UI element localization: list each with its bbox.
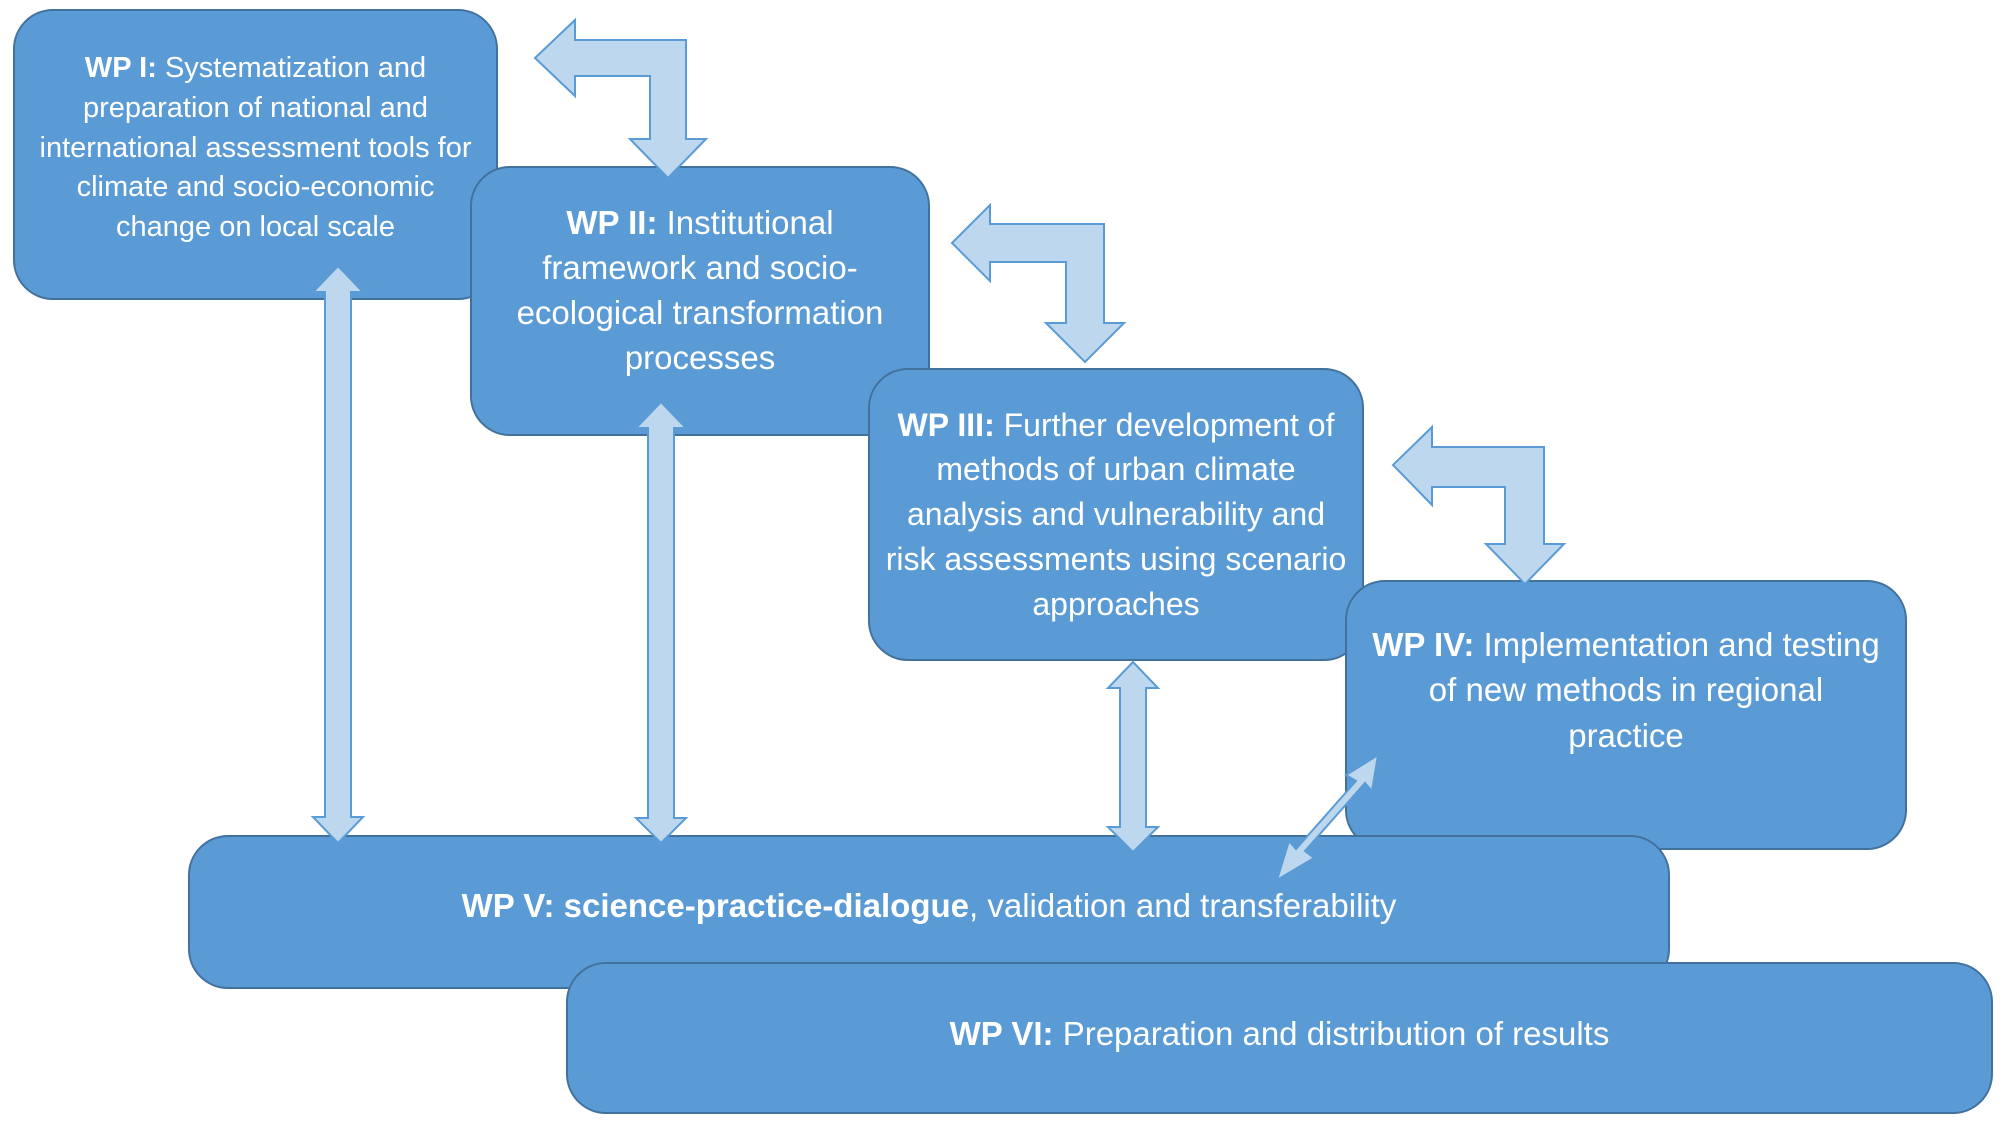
double-headed-arrow-wp3-wp5 xyxy=(1105,660,1161,854)
wp2-text: Institutional framework and socio-ecolog… xyxy=(516,204,884,376)
wp1-text: Systematization and preparation of natio… xyxy=(39,52,472,244)
double-headed-arrow-wp4-wp5 xyxy=(1275,752,1380,883)
wp1-box: WP I: Systematization and preparation of… xyxy=(13,9,498,300)
wp3-text: Further development of methods of urban … xyxy=(885,406,1347,622)
wp4-text: Implementation and testing of new method… xyxy=(1428,626,1880,754)
wp4-label: WP IV: xyxy=(1372,626,1475,664)
wp2-box: WP II: Institutional framework and socio… xyxy=(470,166,930,436)
wp5-label: WP V: xyxy=(461,886,555,924)
wp6-label: WP VI: xyxy=(949,1014,1054,1052)
wp4-box: WP IV: Implementation and testing of new… xyxy=(1345,580,1907,850)
wp6-text: Preparation and distribution of results xyxy=(1062,1014,1610,1052)
wp3-box: WP III: Further development of methods o… xyxy=(868,368,1364,661)
feedback-elbow-arrow-wp1-wp2 xyxy=(533,17,709,180)
feedback-elbow-arrow-wp3-wp4 xyxy=(1391,424,1567,586)
feedback-elbow-arrow-wp2-wp3 xyxy=(950,202,1127,364)
double-headed-arrow-wp1-wp5 xyxy=(310,264,366,845)
wp3-label: WP III: xyxy=(897,406,995,443)
wp5-text-bold: science-practice-dialogue xyxy=(563,886,969,924)
wp2-label: WP II: xyxy=(566,204,658,242)
wp1-label: WP I: xyxy=(84,52,157,85)
wp5-text: , validation and transferability xyxy=(969,886,1397,924)
double-headed-arrow-wp2-wp5 xyxy=(633,400,689,845)
wp6-box: WP VI: Preparation and distribution of r… xyxy=(566,962,1993,1114)
